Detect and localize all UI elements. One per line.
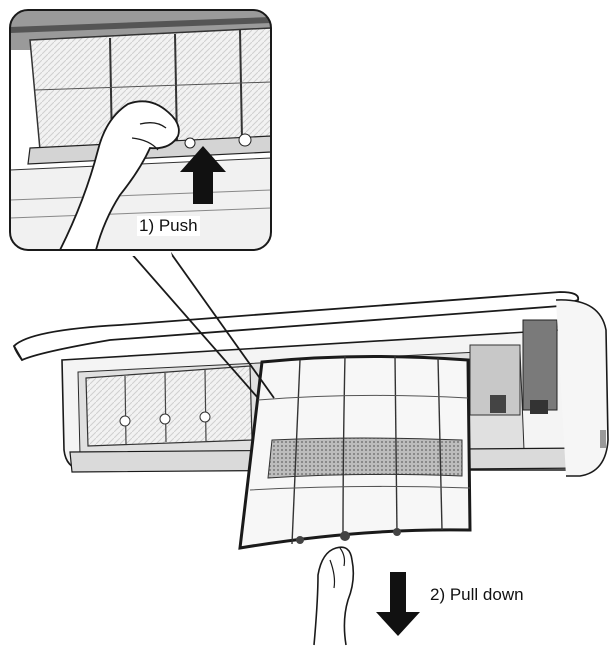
- callout-detail: [9, 9, 272, 251]
- arrow-down-icon: [376, 572, 420, 636]
- hand-pushing-tab: [58, 100, 180, 250]
- arrow-up-icon: [180, 146, 226, 204]
- step-pull-down-label: 2) Pull down: [430, 585, 524, 604]
- step-push-label: 1) Push: [137, 216, 200, 236]
- mounted-filter: [85, 365, 253, 447]
- hand-pulling-filter: [313, 546, 355, 646]
- removed-filter: [238, 354, 472, 550]
